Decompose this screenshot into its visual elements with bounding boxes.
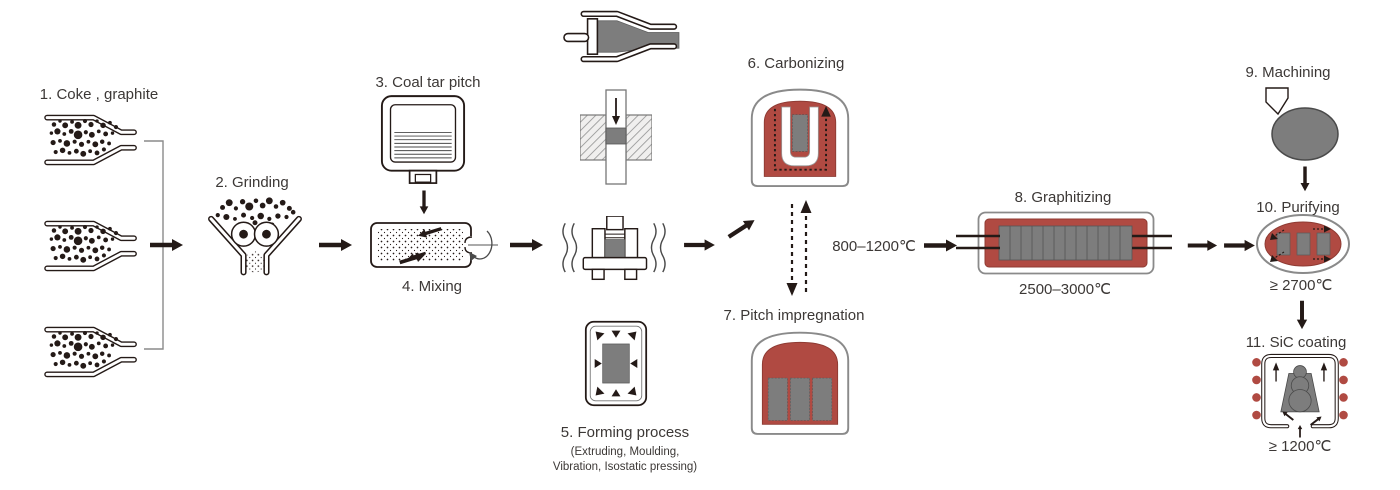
label-machining: 9. Machining [1245, 64, 1331, 81]
coke-graphite-hoppers-icon [47, 118, 164, 375]
grinding-icon [211, 197, 299, 272]
arrow-temp-to-graphitizing [924, 240, 957, 252]
label-carbonizing: 6. Carbonizing [747, 55, 845, 72]
machining-icon [1265, 87, 1339, 161]
arrow-to-carbonizing [726, 215, 758, 241]
coal-tar-pitch-tank-icon [380, 95, 466, 185]
graphitizing-electrodes [956, 234, 1172, 250]
label-grinding: 2. Grinding [215, 174, 289, 191]
arrow-hoppers-to-grinding [150, 239, 183, 251]
arrow-forming-out [684, 239, 715, 250]
arrow-graphitizing-out-2 [1224, 240, 1255, 251]
label-forming-process: 5. Forming process [560, 424, 690, 441]
label-sic-coating-temp: ≥ 1200℃ [1268, 438, 1332, 455]
arrow-machining-to-purifying [1301, 167, 1310, 192]
label-forming-sub2: Vibration, Isostatic pressing) [552, 461, 698, 473]
moulding-icon [580, 89, 652, 185]
label-forming-sub1: (Extruding, Moulding, [570, 446, 680, 458]
cutting-tool-icon [1265, 87, 1289, 116]
pitch-impregnation-vessel-icon [750, 331, 850, 435]
arrow-pitch-tank-to-mixer [420, 190, 429, 214]
label-purifying-temp: ≥ 2700℃ [1269, 277, 1333, 294]
arrow-grinding-to-mixing [319, 239, 352, 251]
label-graphitizing: 8. Graphitizing [1014, 189, 1112, 206]
label-graphitizing-temp: 2500–3000℃ [1019, 281, 1111, 298]
vibration-icon [562, 216, 666, 281]
label-mixing: 4. Mixing [401, 278, 463, 295]
sic-coating-chamber-icon [1252, 356, 1348, 437]
label-purifying: 10. Purifying [1256, 199, 1340, 216]
label-coke-graphite: 1. Coke , graphite [39, 86, 159, 103]
purifying-icon [1256, 214, 1350, 274]
carbonizing-furnace-icon [750, 88, 850, 188]
mixer-icon [371, 223, 498, 267]
label-pitch-impregnation: 7. Pitch impregnation [723, 307, 865, 324]
label-sic-coating: 11. SiC coating [1245, 334, 1347, 351]
extruding-icon [564, 14, 679, 59]
graphitizing-furnace-icon [977, 211, 1155, 275]
isostatic-pressing-icon [584, 320, 648, 407]
carbonizing-impregnation-cycle-arrows [786, 200, 812, 296]
arrow-purifying-to-sic [1297, 301, 1307, 329]
label-coal-tar-pitch: 3. Coal tar pitch [375, 74, 481, 91]
arrow-mixing-to-forming [510, 239, 543, 251]
label-carbonizing-feed-temp: 800–1200℃ [832, 238, 916, 255]
arrow-graphitizing-out-1 [1188, 240, 1217, 251]
